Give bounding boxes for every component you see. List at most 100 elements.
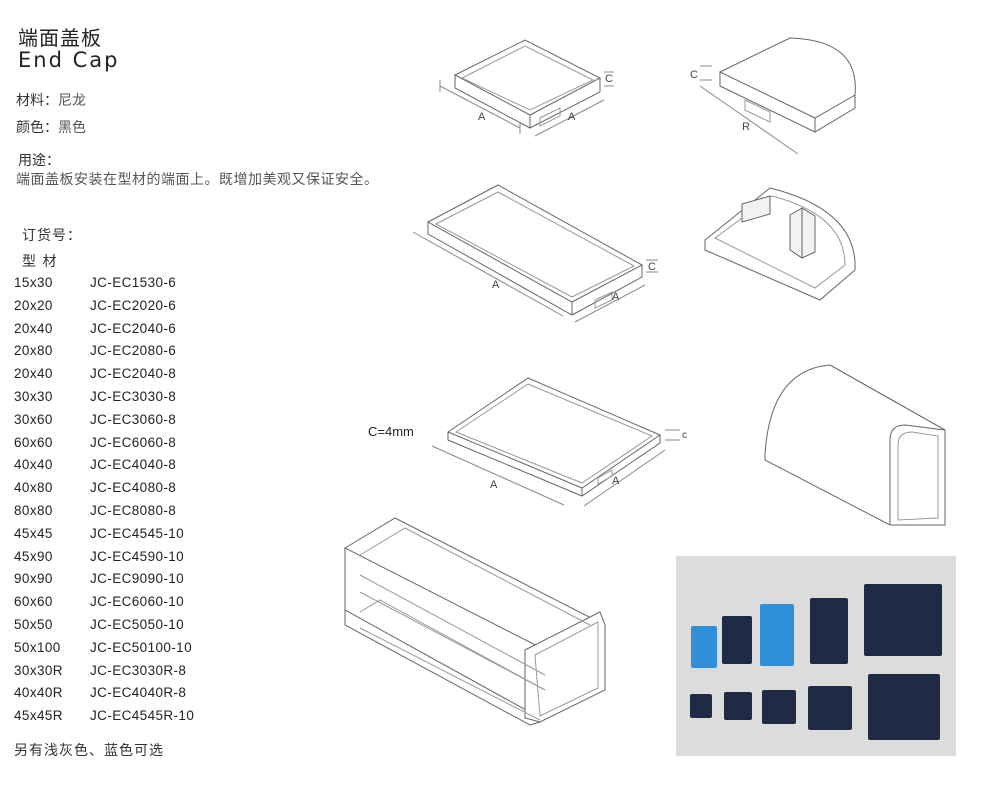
dim-a-label: A [478,111,486,123]
part-code: JC-EC4545-10 [90,525,185,541]
part-size: 20x40 [14,320,53,336]
part-row: 50x50 JC-EC5050-10 [14,617,244,640]
drawing-thin-square-cap [431,377,680,507]
dark-cap-large [868,674,940,740]
part-row: 60x60 JC-EC6060-8 [14,435,244,458]
dim-a-label: A [612,475,620,487]
part-size: 50x50 [14,616,53,632]
blue-cap-large [760,604,794,666]
part-row: 20x40 JC-EC2040-6 [14,321,244,344]
drawing-round-cap-3d [764,364,946,526]
part-size: 15x30 [14,275,53,290]
part-code: JC-EC2040-8 [90,366,177,382]
part-code: JC-EC8080-8 [90,502,177,518]
part-code: JC-EC50100-10 [90,639,193,655]
dark-cap-medium [808,686,852,730]
photo-illustration [676,556,956,756]
dark-cap [810,598,848,664]
dark-cap-mini [690,694,712,718]
part-size: 60x60 [14,434,53,450]
part-row: 45x45 JC-EC4545-10 [14,526,244,549]
dark-cap-mini [762,690,796,724]
part-code: JC-EC6060-8 [90,434,177,450]
part-row: 45x90 JC-EC4590-10 [14,549,244,572]
part-code: JC-EC4545R-10 [90,708,195,724]
part-size: 40x80 [14,480,53,496]
part-code: JC-EC5050-10 [90,616,185,632]
part-size: 40x40 [14,457,53,473]
color-value: 黑色 [58,120,86,136]
part-row: 30x60 JC-EC3060-8 [14,412,244,435]
part-code: JC-EC4040-8 [90,457,177,473]
part-row: 20x40 JC-EC2040-8 [14,366,244,389]
part-code: JC-EC3060-8 [90,411,177,427]
part-size: 45x45R [14,708,63,724]
part-size: 30x30R [14,662,63,678]
part-row: 40x40R JC-EC4040R-8 [14,685,244,708]
part-code: JC-EC2080-6 [90,343,177,359]
part-code: JC-EC4040R-8 [90,685,187,701]
color-label: 颜色： [16,120,58,136]
title-english: End Cap [18,48,120,72]
dim-a-label: A [568,111,576,123]
part-size: 60x60 [14,594,53,610]
usage-text: 端面盖板安装在型材的端面上。既增加美观又保证安全。 [16,172,379,188]
material-row: 材料：尼龙 [16,90,86,110]
part-code: JC-EC3030R-8 [90,662,187,678]
part-size: 80x80 [14,502,53,518]
dim-a-label: A [492,279,500,291]
part-row: 90x90 JC-EC9090-10 [14,571,244,594]
drawing-square-cap [439,39,614,137]
part-size: 20x20 [14,297,53,313]
part-size: 45x45 [14,525,53,541]
part-size: 40x40R [14,685,63,701]
dim-c-label: C [648,261,656,273]
part-code: JC-EC6060-10 [90,594,185,610]
part-size: 45x90 [14,548,53,564]
part-row: 15x30 JC-EC1530-6 [14,275,244,298]
part-code: JC-EC4080-8 [90,480,177,496]
part-row: 30x30 JC-EC3030-8 [14,389,244,412]
part-row: 40x80 JC-EC4080-8 [14,480,244,503]
dim-c-label: C [690,69,698,81]
drawing-profile-with-cap [343,517,607,726]
part-code: JC-EC1530-6 [90,275,177,290]
product-photo [676,556,956,756]
part-row: 80x80 JC-EC8080-8 [14,503,244,526]
color-row: 颜色：黑色 [16,117,86,137]
dark-cap [722,616,752,664]
drawing-rectangular-cap [412,184,658,323]
part-row: 50x100 JC-EC50100-10 [14,640,244,663]
part-row: 40x40 JC-EC4040-8 [14,457,244,480]
drawing-round-cap [699,37,856,155]
part-code: JC-EC3030-8 [90,388,177,404]
part-size: 30x60 [14,411,53,427]
blue-cap-small [691,626,717,668]
part-code: JC-EC2020-6 [90,297,177,313]
part-code: JC-EC9090-10 [90,571,185,587]
part-code: JC-EC4590-10 [90,548,185,564]
order-number-label: 订货号： [22,228,82,244]
part-size: 20x40 [14,366,53,382]
part-size: 50x100 [14,639,61,655]
material-label: 材料： [16,93,58,109]
part-row: 60x60 JC-EC6060-10 [14,594,244,617]
dark-cap-mini [724,692,752,720]
part-size: 90x90 [14,571,53,587]
part-code: JC-EC2040-6 [90,320,177,336]
dark-cap-large [864,584,942,656]
dim-c-small-label: c [682,430,687,441]
drawing-round-cap-back [704,187,856,301]
dim-a-label: A [612,291,620,303]
part-row: 30x30R JC-EC3030R-8 [14,663,244,686]
footer-note: 另有浅灰色、蓝色可选 [14,743,164,759]
part-size: 30x30 [14,388,53,404]
dim-c-label: C [605,73,613,85]
part-row: 20x20 JC-EC2020-6 [14,298,244,321]
part-row: 45x45R JC-EC4545R-10 [14,708,244,731]
title-chinese: 端面盖板 [18,26,102,50]
dim-r-label: R [742,121,750,133]
